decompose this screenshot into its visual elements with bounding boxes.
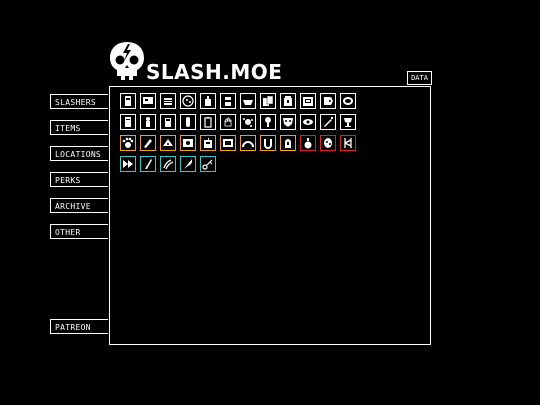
- paw-icon: [122, 137, 134, 148]
- sidebar-item-slashers[interactable]: SLASHERS: [50, 94, 108, 109]
- eye-icon: [303, 119, 313, 125]
- bottle-icon: [205, 96, 211, 106]
- item-tile[interactable]: [140, 135, 156, 151]
- poster-icon: [183, 139, 193, 147]
- potion-icon: [304, 138, 312, 149]
- skull-icon: [110, 42, 144, 80]
- mask-icon: [283, 118, 293, 127]
- item-tile[interactable]: [240, 93, 256, 109]
- item-tile[interactable]: [240, 135, 256, 151]
- item-tile[interactable]: [340, 93, 356, 109]
- item-tile[interactable]: [260, 114, 276, 130]
- sidebar-item-other[interactable]: OTHER: [50, 224, 108, 239]
- item-tile[interactable]: [260, 135, 276, 151]
- microphone-icon: [265, 117, 271, 127]
- item-tile[interactable]: [340, 135, 356, 151]
- data-button[interactable]: DATA: [407, 71, 432, 85]
- item-tile[interactable]: [180, 156, 196, 172]
- flag-icon: [143, 97, 153, 104]
- item-tile[interactable]: [320, 135, 336, 151]
- item-tile[interactable]: [160, 156, 176, 172]
- bowl-icon: [243, 100, 253, 105]
- claw-icon: [163, 159, 174, 170]
- vial-icon: [186, 117, 190, 127]
- item-tile[interactable]: [140, 93, 156, 109]
- sidebar-item-archive[interactable]: ARCHIVE: [50, 198, 108, 213]
- can-icon: [225, 97, 231, 106]
- logo-text: SLASH.MOE: [146, 60, 283, 84]
- item-tile[interactable]: [300, 114, 316, 130]
- item-tile[interactable]: [120, 114, 136, 130]
- item-tile[interactable]: [120, 156, 136, 172]
- item-tile[interactable]: [180, 135, 196, 151]
- item-tile[interactable]: [240, 114, 256, 130]
- sidebar-item-locations[interactable]: LOCATIONS: [50, 146, 108, 161]
- rune-icon: [344, 138, 352, 148]
- item-tile[interactable]: [200, 114, 216, 130]
- item-tile[interactable]: [120, 135, 136, 151]
- item-tile[interactable]: [200, 156, 216, 172]
- radio-icon: [204, 138, 212, 148]
- item-tile[interactable]: [300, 135, 316, 151]
- rainbow-icon: [242, 141, 254, 148]
- knife-icon: [145, 159, 152, 169]
- item-tile[interactable]: [160, 114, 176, 130]
- syringe-icon: [324, 117, 333, 127]
- item-tile[interactable]: [300, 93, 316, 109]
- sidebar-item-patreon[interactable]: PATREON: [50, 319, 108, 334]
- burger-icon: [164, 98, 172, 105]
- item-tile[interactable]: [140, 114, 156, 130]
- tombstone-icon: [285, 139, 291, 148]
- hand-icon: [224, 117, 232, 127]
- item-tile[interactable]: [280, 135, 296, 151]
- sidebar-item-perks[interactable]: PERKS: [50, 172, 108, 187]
- cards-icon: [263, 95, 274, 106]
- pencil-icon: [144, 139, 152, 148]
- item-tile[interactable]: [160, 135, 176, 151]
- frame-icon: [223, 139, 233, 147]
- item-tile[interactable]: [280, 93, 296, 109]
- egg-icon: [324, 138, 332, 148]
- battery-icon: [204, 117, 212, 128]
- item-tile[interactable]: [280, 114, 296, 130]
- jar-icon: [284, 96, 292, 106]
- card-icon: [125, 96, 131, 106]
- item-tile[interactable]: [200, 135, 216, 151]
- item-tile[interactable]: [180, 114, 196, 130]
- item-tile[interactable]: [160, 93, 176, 109]
- item-tile[interactable]: [320, 114, 336, 130]
- feather-icon: [184, 159, 193, 169]
- fast-forward-icon: [123, 160, 133, 168]
- item-tile[interactable]: [340, 114, 356, 130]
- canister-icon: [125, 117, 131, 127]
- key-icon: [202, 159, 213, 170]
- splat-icon: [243, 118, 253, 127]
- magnet-icon: [264, 139, 272, 149]
- item-tile[interactable]: [220, 93, 236, 109]
- item-tile[interactable]: [180, 93, 196, 109]
- figure-icon: [146, 117, 150, 127]
- trophy-icon: [344, 118, 352, 127]
- box-icon: [303, 97, 313, 106]
- cup-icon: [165, 118, 171, 127]
- item-panel: [109, 86, 431, 345]
- sidebar-item-items[interactable]: ITEMS: [50, 120, 108, 135]
- item-tile[interactable]: [260, 93, 276, 109]
- bread-icon: [343, 97, 353, 105]
- cookie-icon: [182, 95, 194, 107]
- item-tile[interactable]: [220, 135, 236, 151]
- pizza-icon: [163, 139, 173, 146]
- item-tile[interactable]: [200, 93, 216, 109]
- item-tile[interactable]: [120, 93, 136, 109]
- item-tile[interactable]: [320, 93, 336, 109]
- item-tile[interactable]: [140, 156, 156, 172]
- tag-icon: [324, 97, 333, 105]
- item-tile[interactable]: [220, 114, 236, 130]
- site-logo[interactable]: SLASH.MOE: [108, 40, 282, 84]
